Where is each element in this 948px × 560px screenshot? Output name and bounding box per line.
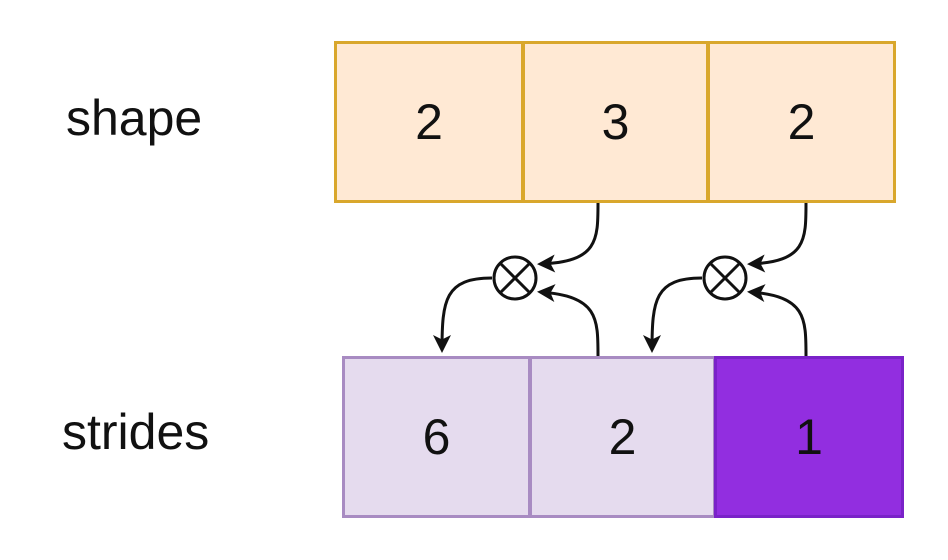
strides-row-label: strides (62, 404, 210, 460)
shape-cell-1: 3 (522, 41, 709, 203)
shape-row-label: shape (66, 90, 203, 146)
shape-cell-0: 2 (334, 41, 524, 203)
arrow-left-multiply-to-stride0 (433, 276, 493, 353)
multiply-circle-icon (702, 255, 748, 301)
arrow-stride-to-right-multiply (747, 284, 808, 357)
arrow-stride-to-left-multiply (537, 284, 600, 357)
arrow-shape-to-right-multiply (747, 202, 808, 273)
arrow-shape-to-left-multiply (537, 202, 600, 273)
arrow-right-multiply-to-stride1 (643, 276, 703, 353)
strides-cell-2: 1 (714, 356, 904, 518)
multiply-circle-icon (492, 255, 538, 301)
shape-cell-2: 2 (707, 41, 896, 203)
strides-cell-0: 6 (342, 356, 531, 518)
